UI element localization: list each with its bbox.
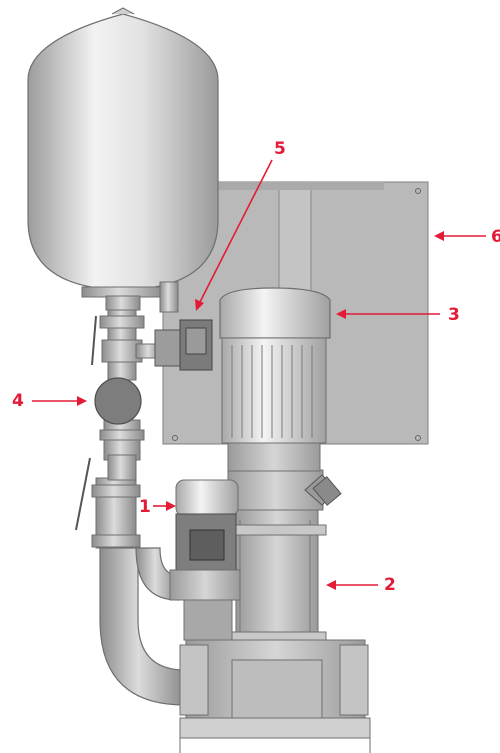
callout-label: 2 xyxy=(384,575,396,595)
callout-6: 6 xyxy=(434,227,500,247)
small-motor xyxy=(169,479,241,641)
callout-label: 5 xyxy=(274,139,286,159)
callout-label: 6 xyxy=(491,227,500,247)
riser-pipe xyxy=(75,309,163,549)
callout-1: 1 xyxy=(139,497,176,517)
callout-label: 4 xyxy=(12,391,24,411)
callout-2: 2 xyxy=(326,575,396,595)
callout-4: 4 xyxy=(12,391,87,411)
expansion-tank xyxy=(27,7,219,311)
callout-5: 5 xyxy=(195,139,286,311)
callout-3: 3 xyxy=(336,305,460,325)
pressure-switch xyxy=(154,281,213,371)
pressure-sphere xyxy=(94,377,142,425)
callout-label: 1 xyxy=(139,497,151,517)
callout-label: 3 xyxy=(448,305,460,325)
main-motor xyxy=(219,287,331,472)
